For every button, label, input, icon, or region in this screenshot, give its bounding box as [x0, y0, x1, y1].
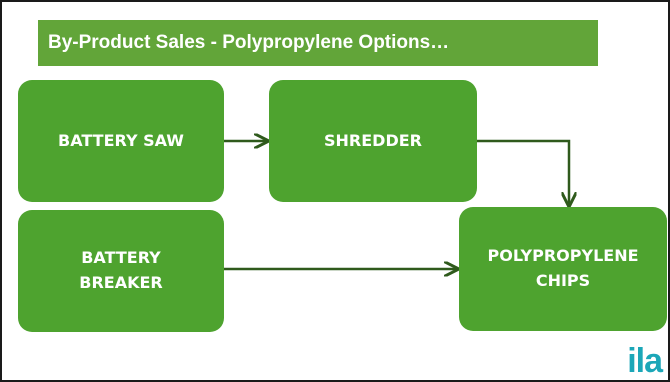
- node-battery-saw-label: BATTERY SAW: [58, 130, 184, 150]
- arrow-shredder-to-chips: [477, 139, 569, 204]
- node-shredder-label: SHREDDER: [324, 130, 422, 150]
- node-polypropylene-chips-label-line2: CHIPS: [535, 271, 591, 290]
- node-polypropylene-chips: POLYPROPYLENE CHIPS: [459, 207, 667, 331]
- node-battery-breaker-label-line1: BATTERY: [81, 248, 161, 268]
- node-polypropylene-chips-label-line1: POLYPROPYLENE: [487, 246, 639, 266]
- node-shredder: SHREDDER: [269, 80, 477, 202]
- node-battery-breaker: BATTERY BREAKER: [18, 210, 224, 332]
- node-battery-saw: BATTERY SAW: [18, 80, 224, 202]
- node-battery-breaker-label-line2: BREAKER: [79, 273, 163, 292]
- slide-title: By-Product Sales - Polypropylene Options…: [38, 20, 598, 66]
- ila-logo: ila: [627, 342, 663, 380]
